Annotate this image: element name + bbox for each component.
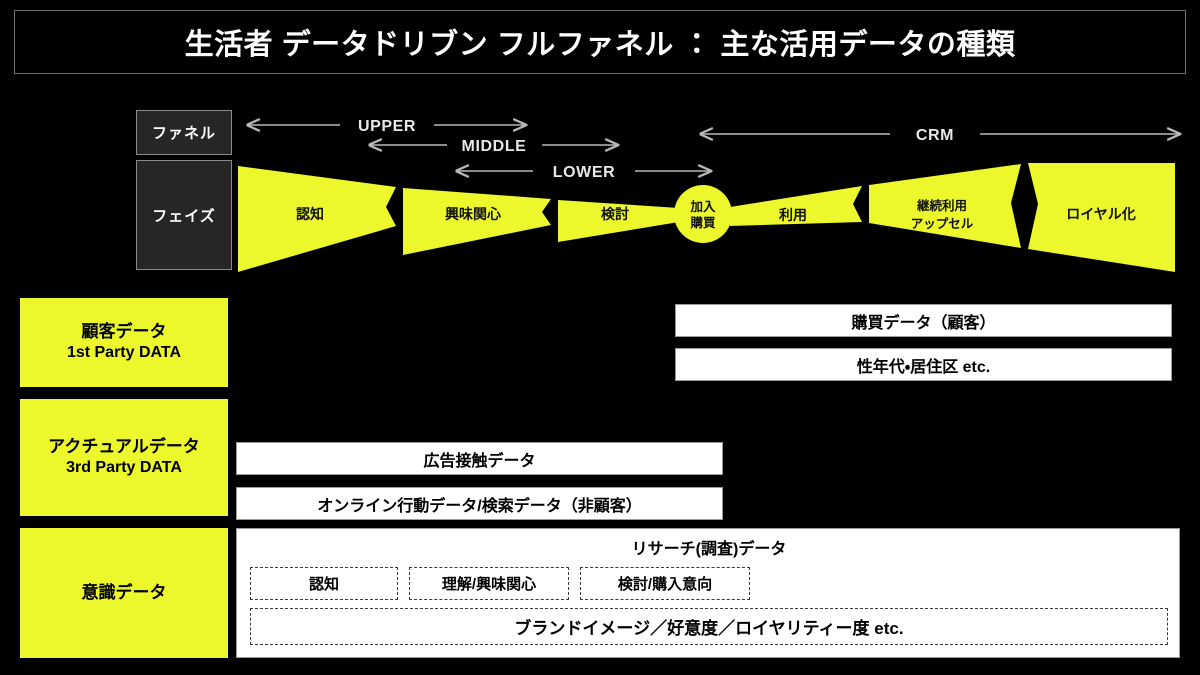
funnel-stage-retention-label-line2: アップセル (911, 216, 974, 231)
research-box-awareness[interactable]: 認知 (250, 567, 398, 600)
scope-arrow-crm-label: CRM (916, 127, 954, 144)
scope-arrow-upper-label: UPPER (358, 118, 416, 135)
scope-arrow-lower-label: LOWER (553, 164, 616, 181)
scope-arrow-lower: LOWER (457, 164, 711, 181)
scope-arrow-middle-label: MIDDLE (462, 138, 527, 155)
data-bar-online-behavior-label: オンライン行動データ/検索データ（非顧客） (317, 497, 642, 515)
scope-arrow-upper: UPPER (248, 118, 526, 135)
research-box-brand-image-label: ブランドイメージ／好意度／ロイヤリティー度 etc. (514, 619, 904, 638)
row-label-phase: フェイズ (136, 160, 232, 270)
research-panel-title: リサーチ(調査)データ (631, 541, 787, 558)
title-bar: 生活者 データドリブン フルファネル ： 主な活用データの種類 (14, 10, 1186, 74)
research-box-interest-label: 理解/興味関心 (441, 576, 537, 593)
research-box-brand-image[interactable]: ブランドイメージ／好意度／ロイヤリティー度 etc. (250, 608, 1168, 645)
funnel-stage-purchase-label-line1: 加入 (689, 199, 716, 214)
funnel-stage-awareness-label: 認知 (296, 206, 324, 222)
data-category-third-party[interactable]: アクチュアルデータ 3rd Party DATA (20, 399, 228, 516)
funnel-stage-purchase-label-line2: 購買 (689, 215, 716, 230)
data-bar-purchase-label: 購買データ（顧客） (851, 314, 996, 332)
page-title: 生活者 データドリブン フルファネル ： 主な活用データの種類 (184, 29, 1016, 61)
funnel-stage-retention-label-line1: 継続利用 (916, 198, 967, 213)
funnel-stage-interest[interactable]: 興味関心 (403, 188, 551, 255)
funnel-stage-loyalty[interactable]: ロイヤル化 (1028, 163, 1175, 272)
scope-arrow-crm: CRM (701, 127, 1180, 144)
research-box-interest[interactable]: 理解/興味関心 (409, 567, 569, 600)
data-category-third-party-en: 3rd Party DATA (66, 459, 182, 477)
data-category-attitudinal[interactable]: 意識データ (20, 528, 228, 658)
data-bar-demographics-label: 性年代・居住区 etc. (856, 358, 991, 376)
row-label-funnel-text: ファネル (151, 125, 216, 142)
funnel-stage-consideration-label: 検討 (601, 206, 629, 222)
funnel-stage-retention[interactable]: 継続利用 アップセル (869, 164, 1021, 248)
data-bar-demographics[interactable]: 性年代・居住区 etc. (675, 348, 1172, 381)
data-category-first-party[interactable]: 顧客データ 1st Party DATA (20, 298, 228, 387)
funnel-stage-usage[interactable]: 利用 (730, 186, 862, 226)
data-bar-ad-contact[interactable]: 広告接触データ (236, 442, 723, 475)
row-label-phase-text: フェイズ (152, 207, 216, 225)
data-category-first-party-en: 1st Party DATA (66, 344, 182, 362)
research-box-consideration[interactable]: 検討/購入意向 (580, 567, 750, 600)
research-panel: リサーチ(調査)データ 認知 理解/興味関心 検討/購入意向 ブランドイメージ／… (236, 528, 1180, 658)
funnel-diagram: UPPER MIDDLE LOWER CRM 認知 興味関心 (238, 118, 1200, 272)
data-category-third-party-ja: アクチュアルデータ (48, 437, 200, 457)
research-box-consideration-label: 検討/購入意向 (617, 576, 713, 593)
data-bar-purchase[interactable]: 購買データ（顧客） (675, 304, 1172, 337)
data-bar-online-behavior[interactable]: オンライン行動データ/検索データ（非顧客） (236, 487, 723, 520)
funnel-stage-awareness[interactable]: 認知 (238, 166, 396, 272)
scope-arrow-middle: MIDDLE (370, 138, 618, 155)
funnel-stage-consideration[interactable]: 検討 (558, 200, 679, 242)
funnel-stage-loyalty-label: ロイヤル化 (1066, 206, 1136, 222)
data-category-attitudinal-ja: 意識データ (81, 582, 167, 602)
data-bar-ad-contact-label: 広告接触データ (423, 452, 536, 470)
data-category-first-party-ja: 顧客データ (81, 322, 167, 342)
funnel-stage-interest-label: 興味関心 (445, 206, 501, 222)
row-label-funnel: ファネル (136, 110, 232, 155)
research-box-awareness-label: 認知 (308, 576, 339, 593)
funnel-stage-purchase[interactable]: 加入 購買 (674, 185, 732, 243)
funnel-stage-usage-label: 利用 (779, 207, 807, 223)
